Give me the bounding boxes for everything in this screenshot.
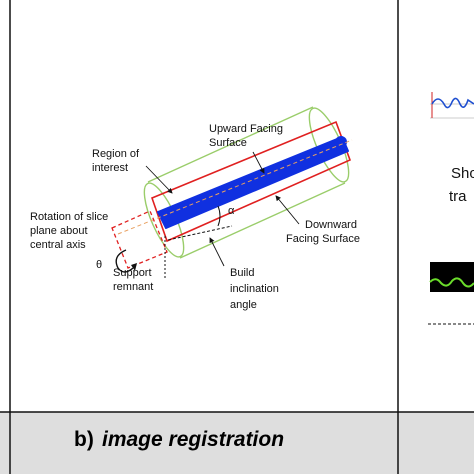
label-alpha: α bbox=[228, 205, 235, 217]
label-rotation-2: plane about bbox=[30, 225, 88, 237]
label-rotation-3: central axis bbox=[30, 239, 86, 251]
label-downward-facing-2: Facing Surface bbox=[286, 233, 360, 245]
label-theta: θ bbox=[96, 259, 102, 271]
profile-plot-icon bbox=[430, 92, 474, 119]
label-build-1: Build bbox=[230, 267, 254, 279]
inclination-angle-arc bbox=[217, 205, 221, 227]
leader-downward-facing bbox=[275, 195, 300, 225]
label-upward-facing-2: Surface bbox=[209, 137, 247, 149]
specimen-end-blob bbox=[335, 136, 347, 148]
label-region-of-interest-1: Region of bbox=[92, 148, 140, 160]
leader-region-of-interest bbox=[145, 165, 173, 194]
caption-title: image registration bbox=[102, 428, 284, 451]
label-region-of-interest-2: interest bbox=[92, 162, 128, 174]
leader-upward-facing bbox=[252, 151, 265, 174]
region-of-interest-box bbox=[150, 120, 352, 243]
label-upward-facing-1: Upward Facing bbox=[209, 123, 283, 135]
label-support-2: remnant bbox=[113, 281, 153, 293]
right-panel-text-1: Sho bbox=[451, 165, 474, 182]
caption-band bbox=[0, 412, 474, 474]
caption-prefix: b) bbox=[74, 428, 94, 451]
leader-build-angle bbox=[209, 237, 225, 267]
build-plate-line bbox=[167, 225, 233, 241]
dark-scan-block bbox=[429, 262, 474, 292]
label-build-3: angle bbox=[230, 299, 257, 311]
central-axis-line bbox=[117, 139, 353, 235]
label-downward-facing-1: Downward bbox=[305, 219, 357, 231]
curved-arrow-icon bbox=[115, 249, 137, 273]
label-rotation-1: Rotation of slice bbox=[30, 211, 108, 223]
label-support-1: Support bbox=[113, 267, 152, 279]
specimen-bar bbox=[157, 136, 349, 229]
slice-plane-box bbox=[111, 210, 168, 269]
right-panel-text-2: tra bbox=[449, 188, 467, 205]
label-build-2: inclination bbox=[230, 283, 279, 295]
